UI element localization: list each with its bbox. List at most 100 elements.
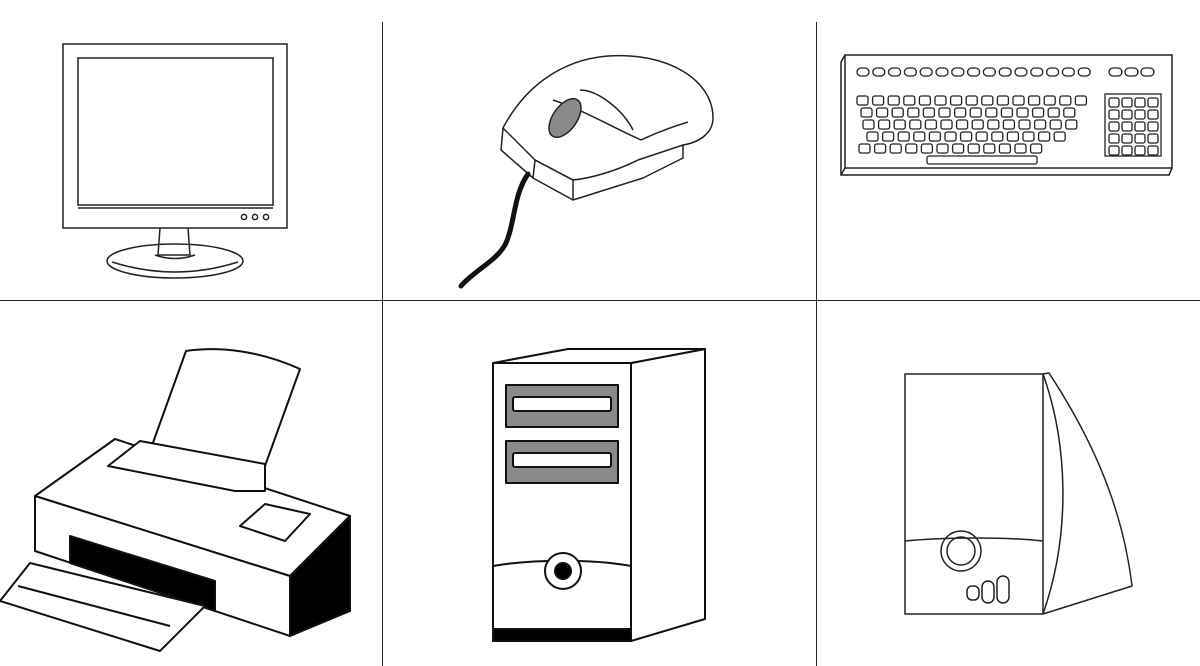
key (919, 67, 933, 77)
key (1108, 145, 1120, 156)
key (1049, 119, 1062, 130)
key (893, 119, 906, 130)
key (940, 119, 953, 130)
key (887, 67, 902, 77)
key (1029, 143, 1043, 154)
key (967, 143, 980, 154)
key (924, 119, 938, 130)
key (875, 107, 889, 118)
key (936, 143, 949, 154)
key (934, 95, 947, 106)
key (1147, 145, 1159, 156)
key (944, 131, 957, 142)
key (1124, 67, 1139, 77)
key (1140, 67, 1155, 77)
system-unit-icon (492, 348, 706, 642)
key (1147, 133, 1159, 144)
key (1134, 97, 1146, 108)
key (1108, 121, 1120, 132)
key (951, 143, 965, 154)
vertical-divider-right (816, 22, 817, 666)
key (1121, 121, 1133, 132)
keyboard-keys (856, 67, 1162, 165)
key (1027, 95, 1041, 106)
key (866, 131, 879, 142)
key (996, 95, 1010, 106)
key (922, 107, 936, 118)
key (926, 155, 1038, 165)
key (1074, 95, 1088, 106)
key (1147, 109, 1159, 120)
key (903, 67, 918, 77)
key (1006, 131, 1020, 142)
key (1134, 145, 1146, 156)
key (905, 143, 918, 154)
key (872, 67, 886, 77)
key (1134, 109, 1146, 120)
lcd-monitor-icon (62, 43, 288, 279)
key (877, 119, 891, 130)
key (1147, 97, 1159, 108)
key (887, 95, 900, 106)
key (975, 131, 988, 142)
key (1014, 143, 1027, 154)
key (871, 95, 885, 106)
speaker-icon (904, 372, 1133, 615)
key (951, 67, 965, 77)
key (1134, 133, 1146, 144)
key (856, 67, 870, 77)
key (907, 107, 920, 118)
key (1000, 107, 1014, 118)
key (881, 131, 895, 142)
key (955, 119, 969, 130)
key (1047, 107, 1060, 118)
key (1121, 97, 1133, 108)
key (953, 107, 967, 118)
key (1033, 119, 1047, 130)
key (1059, 95, 1072, 106)
key (1045, 67, 1060, 77)
key (1043, 95, 1056, 106)
key (928, 131, 942, 142)
key (1121, 133, 1133, 144)
key (891, 107, 904, 118)
key (1030, 67, 1044, 77)
key (935, 67, 949, 77)
key (1022, 131, 1035, 142)
key (856, 95, 869, 106)
key (969, 107, 982, 118)
key (983, 143, 996, 154)
key (1002, 119, 1016, 130)
key (1016, 107, 1029, 118)
computer-mouse-icon (458, 54, 714, 289)
key (949, 95, 963, 106)
keyboard-icon (840, 54, 1173, 176)
key (1053, 131, 1066, 142)
key (1077, 67, 1091, 77)
vertical-divider-left (382, 22, 383, 666)
key (981, 95, 994, 106)
key (1108, 133, 1120, 144)
cell-speaker (817, 301, 1200, 666)
key (889, 143, 902, 154)
key (985, 107, 998, 118)
numeric-pad-border (1104, 93, 1162, 157)
cell-mouse (383, 0, 816, 300)
key (991, 131, 1004, 142)
horizontal-divider (0, 300, 1200, 301)
key (913, 131, 926, 142)
key (1018, 119, 1031, 130)
key (873, 143, 887, 154)
key (1031, 107, 1045, 118)
key (1108, 109, 1120, 120)
key (971, 119, 984, 130)
key (862, 119, 875, 130)
key (982, 67, 997, 77)
cell-monitor (0, 0, 382, 300)
key (966, 67, 981, 77)
key (1063, 107, 1076, 118)
key (897, 131, 910, 142)
key (1121, 109, 1133, 120)
key (1108, 67, 1123, 77)
